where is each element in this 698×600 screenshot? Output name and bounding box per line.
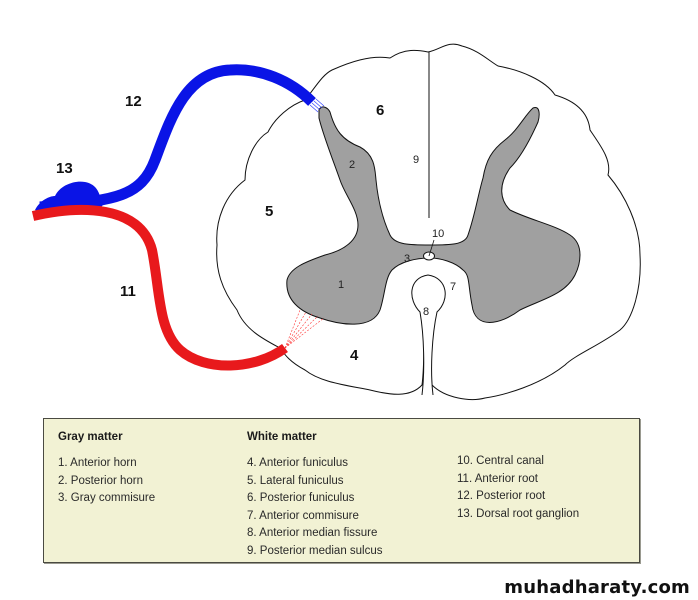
legend-box: Gray matter 1. Anterior horn 2. Posterio… — [43, 418, 640, 563]
label-3: 3 — [404, 253, 410, 265]
label-5: 5 — [265, 203, 273, 220]
label-10: 10 — [432, 228, 444, 240]
label-7: 7 — [450, 281, 456, 293]
posterior-rootlets — [309, 98, 325, 113]
posterior-root — [39, 64, 316, 213]
label-8: 8 — [423, 306, 429, 318]
legend-item: 13. Dorsal root ganglion — [457, 507, 580, 520]
legend-item: 4. Anterior funiculus — [247, 457, 349, 469]
spinal-cord-diagram: 1 2 3 4 5 6 7 8 9 10 11 12 13 — [31, 43, 641, 400]
legend-gray-matter: Gray matter 1. Anterior horn 2. Posterio… — [58, 431, 155, 508]
legend-item: 6. Posterior funiculus — [247, 492, 355, 504]
legend-item: 3. Gray commisure — [58, 492, 156, 504]
label-1: 1 — [338, 279, 344, 291]
legend-other: 10. Central canal 11. Anterior root 12. … — [457, 453, 579, 523]
label-11: 11 — [120, 283, 136, 300]
anterior-rootlets — [284, 309, 325, 349]
label-9: 9 — [413, 154, 419, 166]
anterior-median-fissure — [411, 274, 446, 396]
label-13: 13 — [56, 160, 73, 177]
label-12: 12 — [125, 93, 142, 110]
central-canal-pointer — [428, 239, 435, 257]
legend-white-matter: White matter 4. Anterior funiculus 5. La… — [247, 431, 383, 560]
legend-item: 9. Posterior median sulcus — [247, 544, 383, 557]
legend-item: 10. Central canal — [457, 455, 544, 467]
anterior-root — [31, 204, 288, 371]
watermark: muhadharaty.com — [504, 577, 690, 598]
legend-item: 8. Anterior median fissure — [247, 527, 378, 539]
legend-item: 11. Anterior root — [457, 472, 538, 485]
legend-gray-matter-title: Gray matter — [58, 431, 123, 443]
legend-item: 1. Anterior horn — [58, 457, 137, 469]
legend-item: 5. Lateral funiculus — [247, 474, 344, 487]
legend-item: 7. Anterior commisure — [247, 509, 359, 522]
gray-matter — [286, 106, 581, 325]
label-6: 6 — [376, 102, 384, 119]
legend-item: 12. Posterior root — [457, 490, 546, 502]
legend-white-matter-title: White matter — [247, 431, 317, 443]
label-2: 2 — [349, 159, 355, 171]
label-4: 4 — [350, 347, 359, 364]
legend-item: 2. Posterior horn — [58, 474, 144, 487]
